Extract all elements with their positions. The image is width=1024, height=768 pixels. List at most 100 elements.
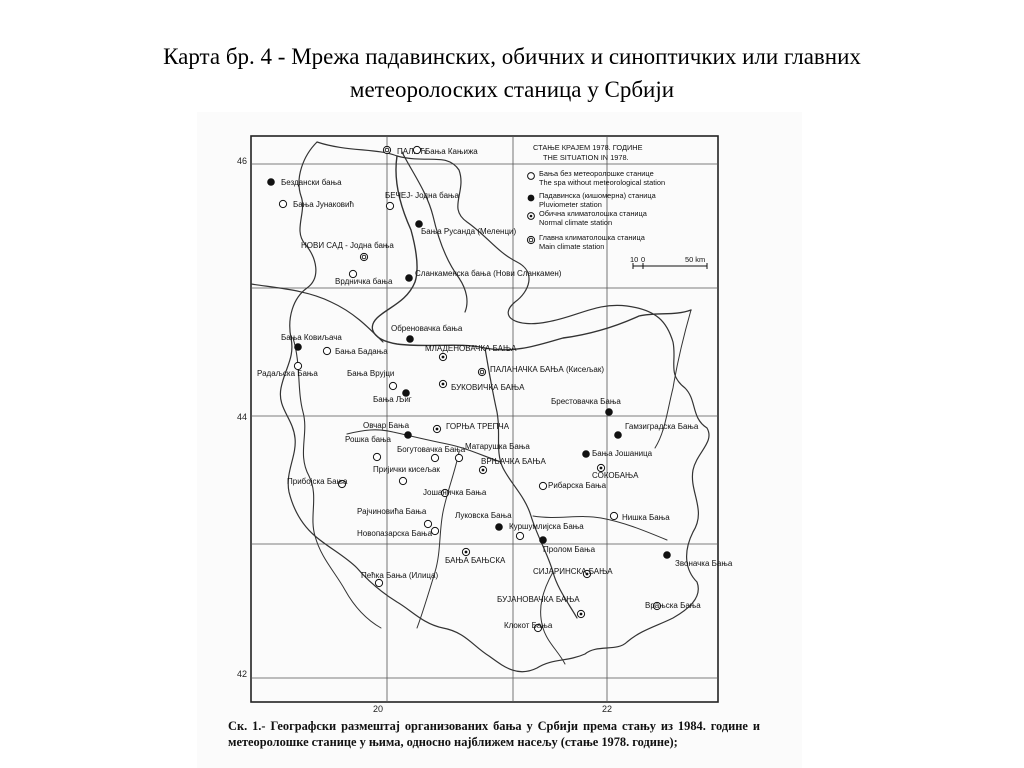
- station-filled-circle-icon: [614, 431, 622, 439]
- station-marker: Богутовачка Бања: [397, 445, 466, 463]
- station-label: Рибарска Бања: [548, 481, 607, 490]
- station-filled-circle-icon: [406, 335, 414, 343]
- station-label: МЛАДЕНОВАЧКА БАЊА: [425, 344, 517, 353]
- map-frame: [250, 135, 719, 703]
- station-label: Пећка Бања (Илица): [361, 571, 438, 580]
- station-marker: Обреновачка бања: [391, 324, 463, 343]
- station-open-circle-icon: [454, 453, 464, 463]
- station-label: Луковска Бања: [455, 511, 512, 520]
- station-marker: Бездански бања: [267, 178, 342, 187]
- station-marker: Рошка бања: [345, 435, 392, 462]
- station-marker: Луковска Бања: [455, 511, 512, 531]
- station-marker: СОКОБАЊА: [592, 463, 639, 480]
- scale-label-10: 10: [630, 255, 638, 264]
- station-label: Рошка бања: [345, 435, 392, 444]
- station-open-circle-icon: [430, 526, 440, 536]
- station-marker: СИЈАРИНСКА БАЊА: [533, 567, 613, 579]
- river-tisa: [401, 151, 468, 313]
- state-border: [279, 141, 710, 673]
- station-marker: ПАЛИЋ: [382, 145, 426, 156]
- station-double-inner: [479, 369, 485, 375]
- station-label: Рајчиновића Бања: [357, 507, 427, 516]
- station-open-circle-icon: [385, 201, 395, 211]
- station-dot-center: [585, 572, 589, 576]
- station-marker: Брестовачка Бања: [551, 397, 621, 416]
- legend-item-3-line2: Normal climate station: [539, 218, 612, 227]
- station-marker: Бања Русанда (Меленци): [415, 220, 517, 236]
- river-nisava: [532, 515, 668, 541]
- station-label: БЕЧЕЈ- Јодна бања: [385, 191, 460, 200]
- graticule: [251, 136, 718, 702]
- station-open-circle-icon: [337, 479, 347, 489]
- station-marker: ВРЊАЧКА БАЊА: [478, 457, 547, 475]
- station-label: Прибојска Бања: [287, 477, 348, 486]
- legend-item-4-line2: Main climate station: [539, 242, 604, 251]
- river-west-morava: [346, 429, 502, 463]
- station-marker: Бања Љиг: [373, 389, 412, 404]
- station-label: Бања Кањижа: [425, 147, 478, 156]
- station-marker: Прибојска Бања: [287, 477, 348, 489]
- legend-open-circle-icon: [527, 172, 535, 180]
- river-ibar: [416, 451, 460, 629]
- legend-double-circle-icon: [526, 235, 536, 245]
- scale-label-0: 0: [641, 255, 645, 264]
- station-label: БУКОВИЧКА БАЊА: [451, 383, 525, 392]
- station-marker: Радаљска Бања: [257, 361, 318, 378]
- station-label: Клокот Бања: [504, 621, 553, 630]
- station-label: НОВИ САД - Јодна бања: [301, 241, 394, 250]
- station-label: Бања Јошаница: [592, 449, 653, 458]
- station-marker: Овчар Бања: [363, 421, 412, 439]
- station-open-circle-icon: [652, 601, 662, 611]
- station-open-circle-icon: [440, 488, 450, 498]
- station-marker: ГОРЊА ТРЕПЧА: [432, 422, 510, 434]
- caption-text: Географски размештај организованих бања …: [228, 719, 760, 749]
- station-dot-center: [441, 382, 445, 386]
- station-double-circle-icon: [382, 145, 392, 155]
- lon-22-label: 22: [602, 704, 612, 714]
- legend-double-circle-inner: [528, 237, 534, 243]
- lat-46-label: 46: [237, 156, 247, 166]
- figure-caption: Ск. 1.- Географски размештај организован…: [228, 718, 760, 750]
- station-label: Богутовачка Бања: [397, 445, 466, 454]
- station-open-circle-icon: [372, 452, 382, 462]
- station-label: Бања Јунаковић: [293, 200, 354, 209]
- station-marker: Бања Врујци: [347, 369, 398, 391]
- station-label: Матарушка Бања: [465, 442, 530, 451]
- legend-item-1-line1: Бања без метеоролошке станице: [539, 169, 654, 178]
- station-open-circle-icon: [398, 476, 408, 486]
- station-filled-circle-icon: [267, 178, 275, 186]
- station-open-circle-icon: [348, 269, 358, 279]
- legend-item-3-line1: Обична климатолошка станица: [539, 209, 648, 218]
- station-open-circle-icon: [533, 623, 543, 633]
- station-open-circle-icon: [278, 199, 288, 209]
- station-label: Обреновачка бања: [391, 324, 463, 333]
- river-south-morava: [540, 571, 566, 665]
- station-marker: Нишка Бања: [609, 511, 670, 522]
- station-filled-circle-icon: [404, 431, 412, 439]
- station-open-circle-icon: [515, 531, 525, 541]
- station-double-circle-icon: [477, 367, 487, 377]
- station-dot-center: [464, 550, 468, 554]
- river-sava: [251, 283, 384, 343]
- station-filled-circle-icon: [539, 536, 547, 544]
- station-marker: Бања Јунаковић: [278, 199, 354, 209]
- station-label: Звоначка Бања: [675, 559, 733, 568]
- caption-label: Ск. 1.-: [228, 719, 266, 733]
- station-marker: Бања Бадања: [322, 346, 388, 356]
- station-marker: БУЈАНОВАЧКА БАЊА: [497, 595, 586, 619]
- station-double-inner: [384, 147, 390, 153]
- legend-filled-circle-icon: [527, 194, 535, 202]
- station-filled-circle-icon: [294, 343, 302, 351]
- station-marker: Новопазарска Бања: [357, 526, 440, 538]
- map-figure: 46 44 42 20 22 СТАЊЕ КРАЈЕМ 1978. ГОДИНЕ…: [237, 135, 733, 714]
- station-marker: Куршумлијска Бања: [509, 522, 584, 541]
- station-open-circle-icon: [538, 481, 548, 491]
- station-filled-circle-icon: [582, 450, 590, 458]
- station-label: БАЊА БАЊСКА: [445, 556, 506, 565]
- station-label: Новопазарска Бања: [357, 529, 433, 538]
- station-label: Бања Врујци: [347, 369, 394, 378]
- river-lim: [314, 535, 382, 629]
- station-filled-circle-icon: [402, 389, 410, 397]
- station-label: ГОРЊА ТРЕПЧА: [446, 422, 510, 431]
